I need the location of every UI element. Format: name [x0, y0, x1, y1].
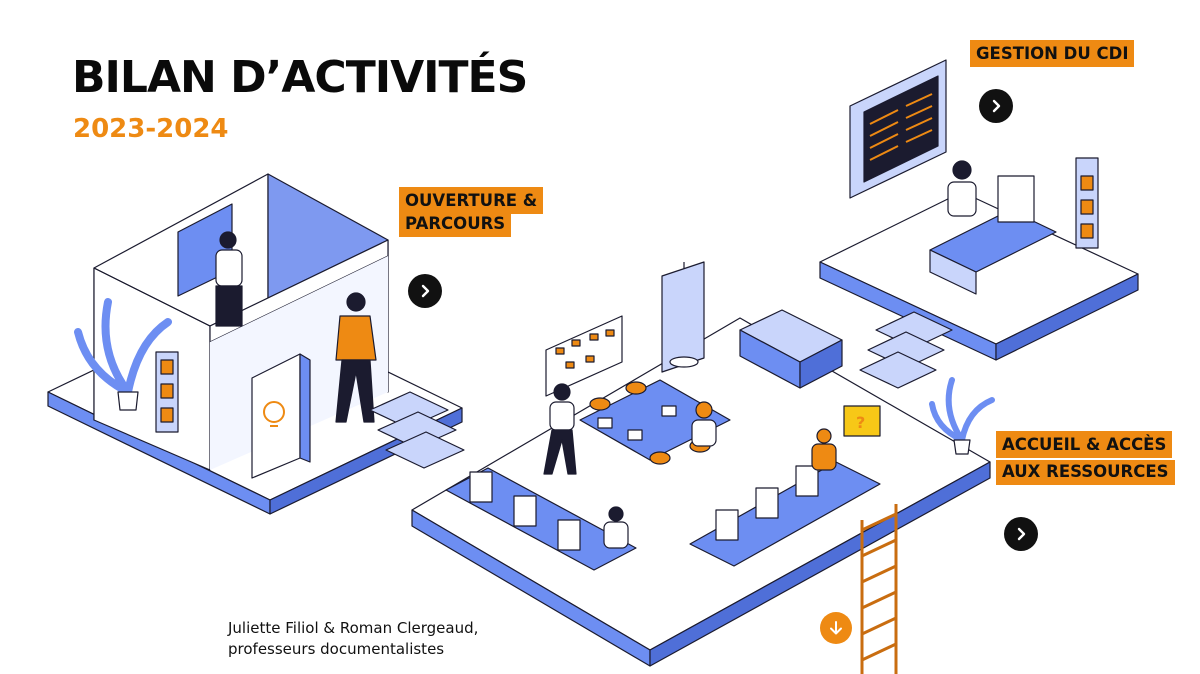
sticky-note-board — [545, 315, 623, 397]
section-label-accueil: ACCUEIL & ACCÈS — [996, 431, 1173, 458]
ladder — [860, 504, 898, 674]
section-label-ouverture-2: PARCOURS — [399, 214, 512, 237]
left-room-people — [215, 231, 377, 423]
authors-credits: Juliette Filiol & Roman Clergeaud, profe… — [228, 618, 478, 660]
section-label-ouverture-line2: PARCOURS — [405, 214, 506, 233]
chevron-right-icon — [1017, 527, 1026, 541]
computer-desk-right — [689, 405, 881, 567]
sofa — [739, 309, 843, 389]
section-label-accueil-line2: AUX RESSOURCES — [1002, 462, 1169, 481]
center-people — [543, 383, 717, 475]
left-stairs — [369, 391, 465, 469]
page-title: BILAN D’ACTIVITÉS — [72, 52, 528, 103]
departure-board — [849, 59, 947, 199]
section-label-accueil-line1: ACCUEIL & ACCÈS — [1002, 435, 1167, 454]
magazine-rack — [661, 261, 705, 373]
main-floor-platform — [411, 317, 991, 667]
page-year: 2023-2024 — [73, 114, 229, 144]
section-label-accueil-2: AUX RESSOURCES — [996, 460, 1175, 485]
chevron-right-icon — [992, 99, 1001, 113]
scroll-down-button[interactable] — [820, 612, 852, 644]
section-label-gestion-text: GESTION DU CDI — [976, 44, 1129, 63]
section-label-ouverture-line1: OUVERTURE & — [405, 191, 538, 210]
accueil-next-button[interactable] — [1004, 517, 1038, 551]
chevron-right-icon — [421, 284, 430, 298]
arrow-down-icon — [830, 621, 842, 635]
section-label-gestion: GESTION DU CDI — [970, 40, 1135, 67]
question-mark-icon: ? — [856, 413, 865, 432]
gestion-next-button[interactable] — [979, 89, 1013, 123]
right-stairs — [859, 311, 953, 389]
meeting-table — [579, 379, 731, 465]
ouverture-next-button[interactable] — [408, 274, 442, 308]
reception-desk — [929, 157, 1099, 295]
computer-desk-left — [445, 467, 637, 571]
right-plant — [929, 377, 995, 455]
authors-names: Juliette Filiol & Roman Clergeaud, — [228, 619, 479, 637]
section-label-ouverture: OUVERTURE & — [399, 187, 544, 214]
authors-role: professeurs documentalistes — [228, 640, 445, 658]
